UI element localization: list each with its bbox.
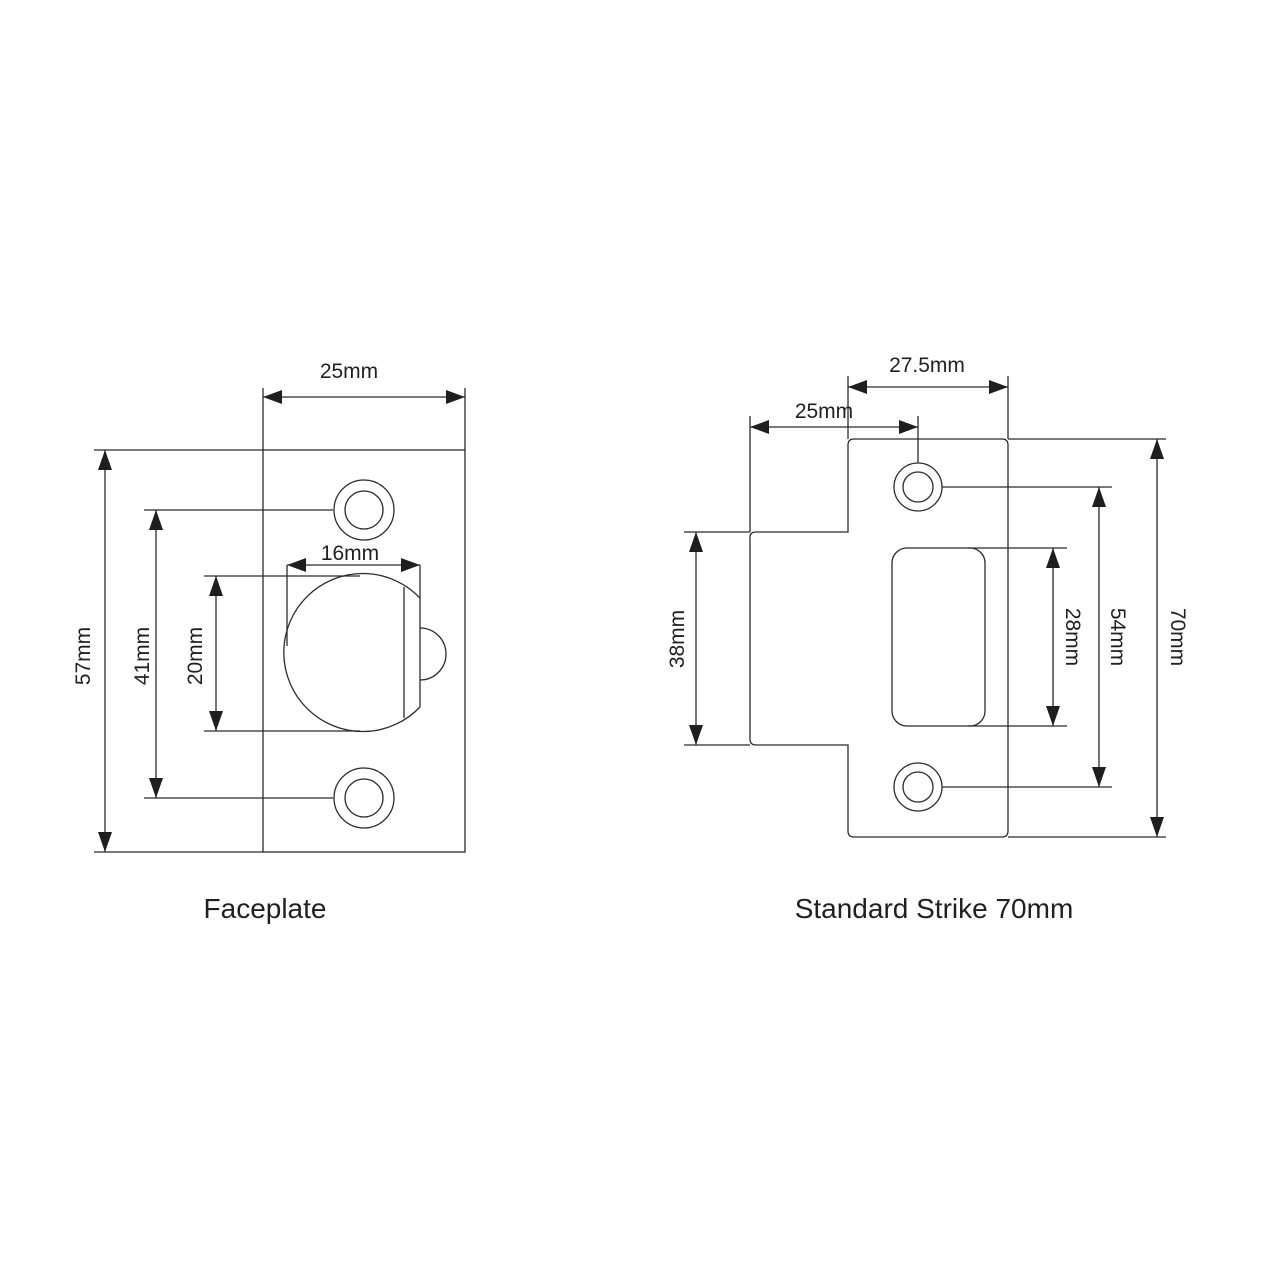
dimension-label: 20mm: [184, 627, 207, 685]
dimension-latch-height: 20mm: [184, 576, 223, 731]
screw-hole-bottom: [333, 767, 395, 829]
faceplate-drawing: 25mm 57mm 41mm 20mm 16mm: [72, 360, 466, 924]
latch-bolt: [283, 572, 447, 733]
strike-screw-hole-bottom: [893, 762, 943, 812]
dimension-strike-overall-width: 27.5mm: [848, 354, 1008, 394]
dimension-label: 70mm: [1166, 608, 1189, 666]
dimension-label: 54mm: [1106, 608, 1129, 666]
strike-caption: Standard Strike 70mm: [795, 893, 1074, 924]
dimension-label: 41mm: [131, 627, 154, 685]
dimension-strike-opening-height: 28mm: [1046, 548, 1084, 726]
strike-drawing: 27.5mm 25mm 38mm 28mm 54mm: [666, 354, 1189, 924]
dimension-label: 38mm: [666, 610, 689, 668]
dimension-faceplate-height: 57mm: [72, 450, 112, 852]
dimension-latch-width: 16mm: [287, 542, 420, 572]
latch-opening: [891, 547, 986, 727]
dimension-strike-screw-centers: 54mm: [1092, 487, 1129, 787]
dimension-strike-lip-to-hole: 25mm: [750, 400, 918, 434]
strike-outline: [749, 438, 1009, 838]
dimension-label: 57mm: [72, 627, 95, 685]
strike-screw-hole-top: [893, 462, 943, 512]
dimension-faceplate-screw-centers: 41mm: [131, 510, 163, 798]
dimension-label: 25mm: [320, 360, 378, 383]
dimension-faceplate-width: 25mm: [263, 360, 465, 404]
dimension-label: 25mm: [795, 400, 853, 423]
dimension-label: 28mm: [1061, 608, 1084, 666]
faceplate-outline: [262, 449, 466, 853]
screw-hole-top: [333, 479, 395, 541]
faceplate-caption: Faceplate: [204, 893, 327, 924]
dimension-strike-lip-height: 38mm: [666, 532, 703, 745]
dimension-label: 27.5mm: [889, 354, 965, 377]
dimension-label: 16mm: [321, 542, 379, 565]
dimension-strike-height: 70mm: [1150, 439, 1189, 837]
